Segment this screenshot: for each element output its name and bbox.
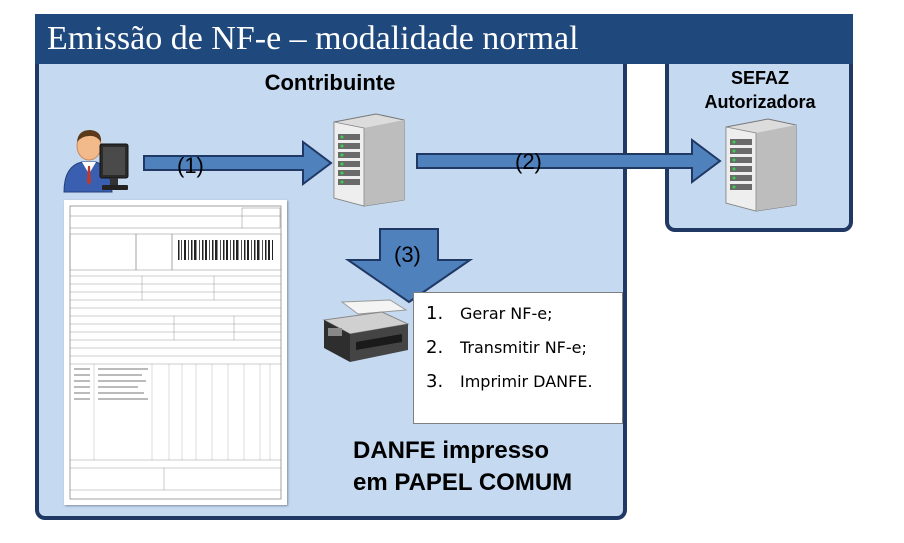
- danfe-caption-line-2: em PAPEL COMUM: [353, 469, 573, 496]
- step-1-label: (1): [177, 153, 204, 178]
- step-number: 2.: [426, 337, 444, 358]
- danfe-form-graphic: [69, 205, 282, 500]
- step-3-label: (3): [394, 242, 421, 267]
- printer-icon: [322, 299, 410, 362]
- sefaz-server-icon: [725, 118, 797, 212]
- step-text: Gerar NF-e;: [460, 304, 553, 323]
- step-text: Transmitir NF-e;: [460, 338, 587, 357]
- contribuinte-label: Contribuinte: [264, 70, 396, 95]
- arrow-step-1: [143, 140, 333, 186]
- list-item: 1. Gerar NF-e;: [426, 301, 622, 335]
- steps-list-box: 1. Gerar NF-e; 2. Transmitir NF-e; 3. Im…: [413, 292, 623, 424]
- server-icon: [333, 113, 405, 207]
- arrow-step-2: [416, 138, 722, 184]
- list-item: 2. Transmitir NF-e;: [426, 335, 622, 369]
- danfe-caption-line-1: DANFE impresso: [353, 437, 550, 464]
- list-item: 3. Imprimir DANFE.: [426, 369, 622, 403]
- arrow-step-3: [344, 228, 474, 304]
- user-computer-icon: [63, 130, 129, 193]
- sefaz-label: SEFAZ Autorizadora: [680, 66, 840, 114]
- step-number: 3.: [426, 371, 444, 392]
- sefaz-label-line-1: SEFAZ: [730, 68, 789, 88]
- step-number: 1.: [426, 303, 444, 324]
- sefaz-label-line-2: Autorizadora: [704, 92, 816, 112]
- step-text: Imprimir DANFE.: [460, 372, 593, 391]
- page-title: Emissão de NF-e – modalidade normal: [35, 14, 853, 64]
- danfe-document-image: [64, 200, 287, 505]
- danfe-caption: DANFE impresso em PAPEL COMUM: [353, 435, 572, 499]
- step-2-label: (2): [515, 149, 542, 174]
